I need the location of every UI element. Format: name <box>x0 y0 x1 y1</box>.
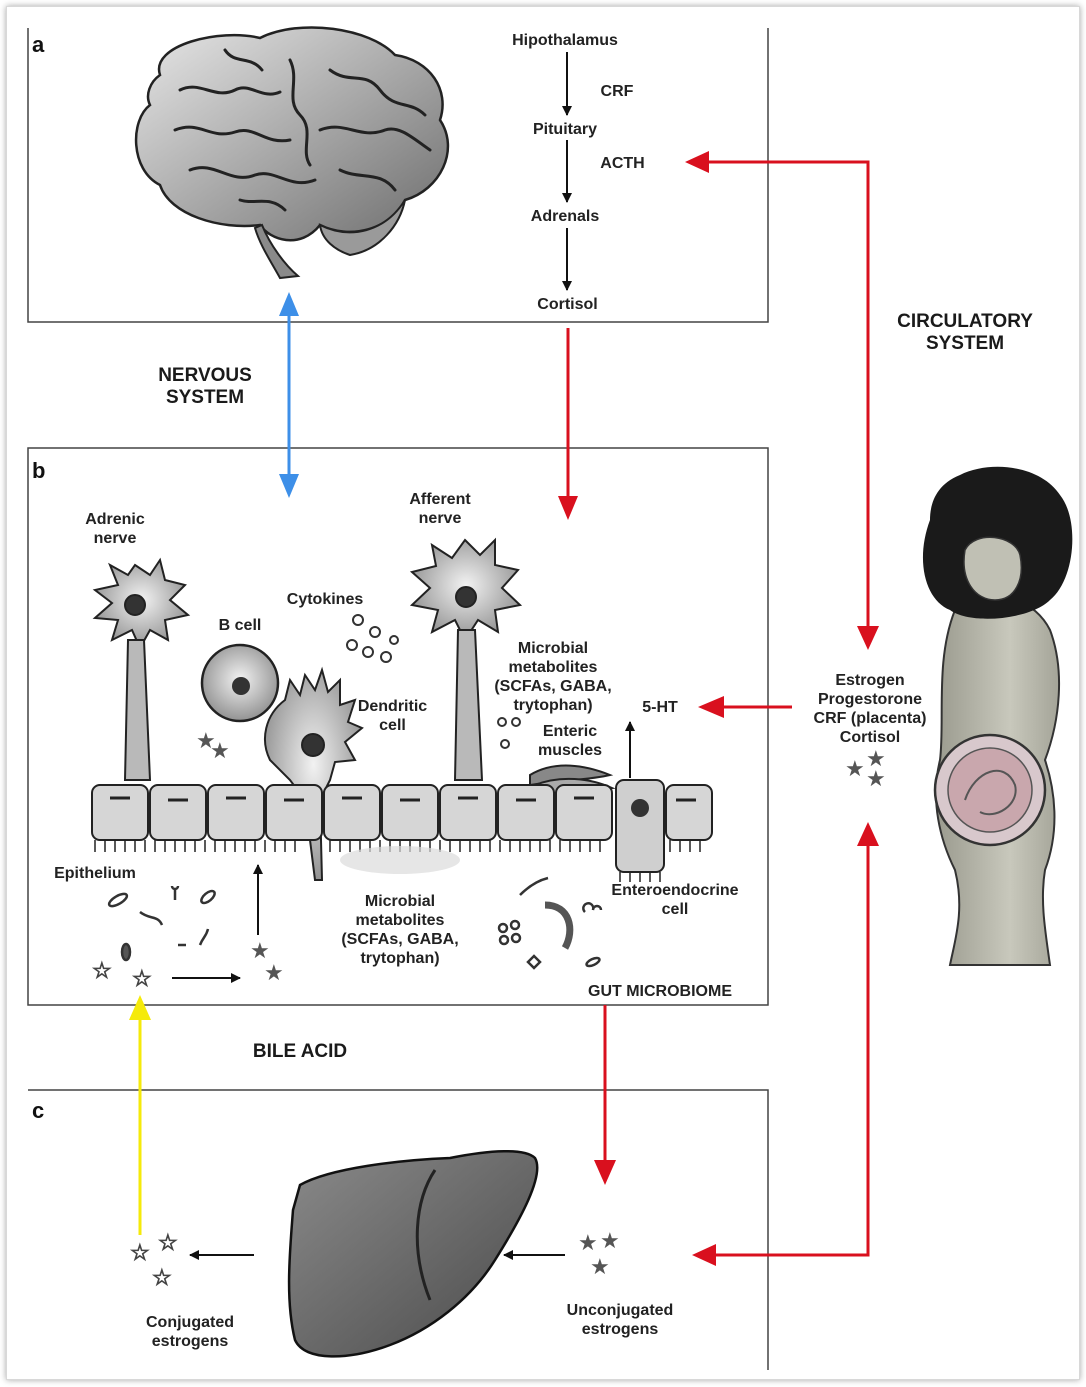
acth-label: ACTH <box>590 154 655 173</box>
microbiome-to-liver-arrow <box>594 1005 616 1185</box>
microbial-metabolites-bottom-label: Microbial metabolites (SCFAs, GABA, tryt… <box>325 892 475 968</box>
hypothalamus-label: Hipothalamus <box>480 31 650 50</box>
afferent-nerve-label: Afferent nerve <box>385 490 495 528</box>
metabolite-particles-top <box>498 718 520 748</box>
pregnant-woman-illustration <box>923 467 1072 965</box>
svg-text:★: ★ <box>578 1231 598 1256</box>
unconjugated-stars: ★ ★ ★ <box>578 1229 620 1280</box>
epithelium-label: Epithelium <box>40 864 150 883</box>
dendritic-cell-label: Dendritic cell <box>340 697 445 735</box>
svg-text:★: ★ <box>590 1255 610 1280</box>
svg-text:☆: ☆ <box>158 1231 178 1256</box>
crf-label: CRF <box>592 82 642 101</box>
hormones-arrowhead <box>857 626 879 650</box>
panel-b-label: b <box>32 458 45 484</box>
bile-acid-arrow <box>129 995 151 1235</box>
mucus-shadow <box>340 846 460 874</box>
microbial-metabolites-top-label: Microbial metabolites (SCFAs, GABA, tryt… <box>478 639 628 715</box>
enteroendocrine-cell-label: Enteroendocrine cell <box>590 881 760 919</box>
unconjugated-estrogens-label: Unconjugated estrogens <box>535 1301 705 1339</box>
cytokines-particles <box>347 615 398 662</box>
bacteria-right <box>499 878 601 968</box>
circulating-hormone-stars: ★ ★ ★ <box>845 747 886 792</box>
svg-text:☆: ☆ <box>152 1266 172 1291</box>
adrenic-nerve-cell <box>95 560 188 780</box>
unconjugated-arrowhead <box>692 1244 716 1266</box>
svg-text:☆: ☆ <box>130 1241 150 1266</box>
acth-arrowhead <box>685 151 709 173</box>
pituitary-label: Pituitary <box>510 120 620 139</box>
circulatory-arrow <box>705 162 868 630</box>
svg-text:★: ★ <box>210 739 230 764</box>
adrenals-label: Adrenals <box>505 207 625 226</box>
gut-microbiome-label: GUT MICROBIOME <box>560 982 760 1001</box>
adrenic-nerve-label: Adrenic nerve <box>60 510 170 548</box>
svg-text:★: ★ <box>264 961 284 986</box>
hormones-to-5ht-arrow <box>698 696 792 718</box>
b-cell-label: B cell <box>200 616 280 635</box>
hormones-label: Estrogen Progestorone CRF (placenta) Cor… <box>795 671 945 747</box>
cytokines-label: Cytokines <box>265 590 385 609</box>
svg-text:★: ★ <box>866 767 886 792</box>
enteric-muscles-label: Enteric muscles <box>520 722 620 760</box>
svg-text:☆: ☆ <box>132 967 152 992</box>
gut-estrogen-stars: ★ ★ ★ ★ <box>196 729 284 986</box>
up-arrowhead <box>857 822 879 846</box>
conjugated-stars: ☆ ☆ ☆ <box>130 1231 178 1291</box>
circulatory-system-label: CIRCULATORY SYSTEM <box>860 311 1070 355</box>
cortisol-to-gut-arrow <box>558 328 578 520</box>
panel-a-label: a <box>32 32 44 58</box>
enteroendocrine-cell-shape <box>616 780 664 882</box>
brain-illustration <box>136 27 448 278</box>
svg-text:★: ★ <box>600 1229 620 1254</box>
5ht-label: 5-HT <box>630 698 690 717</box>
bacteria-left <box>107 886 216 960</box>
b-cell <box>202 645 278 721</box>
cortisol-label: Cortisol <box>510 295 625 314</box>
svg-text:☆: ☆ <box>92 959 112 984</box>
panel-c-label: c <box>32 1098 44 1124</box>
nervous-system-label: NERVOUS SYSTEM <box>120 365 290 409</box>
svg-text:★: ★ <box>845 757 865 782</box>
bile-acid-label: BILE ACID <box>220 1041 380 1063</box>
conjugated-estrogens-label: Conjugated estrogens <box>110 1313 270 1351</box>
gut-conjugated-stars: ☆ ☆ <box>92 959 152 992</box>
liver-illustration <box>289 1151 537 1356</box>
